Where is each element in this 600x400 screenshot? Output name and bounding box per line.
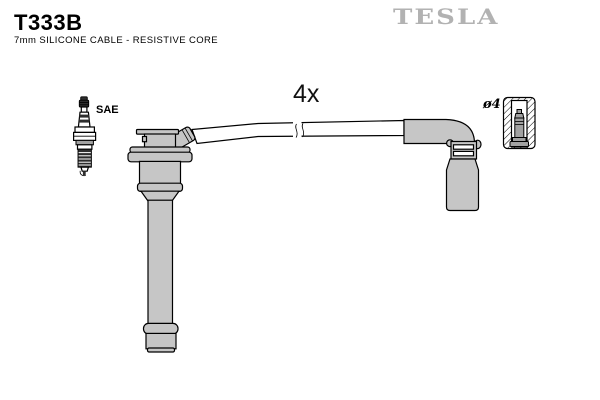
- tesla-logo: TESLA: [393, 5, 500, 30]
- coil-boot-drawing: [127, 126, 196, 353]
- quantity-label: 4x: [293, 80, 320, 108]
- spark-plug-drawing: [72, 96, 97, 177]
- part-number: T333B: [14, 10, 83, 35]
- diameter-label: ø4: [482, 97, 501, 112]
- cable-break-mark: [293, 117, 305, 139]
- terminal-cross-section-drawing: [502, 96, 536, 150]
- elbow-boot-drawing: [403, 118, 482, 212]
- sae-label: SAE: [96, 104, 119, 116]
- part-description: 7mm SILICONE CABLE - RESISTIVE CORE: [14, 35, 219, 46]
- ignition-cable-drawing: [191, 117, 405, 145]
